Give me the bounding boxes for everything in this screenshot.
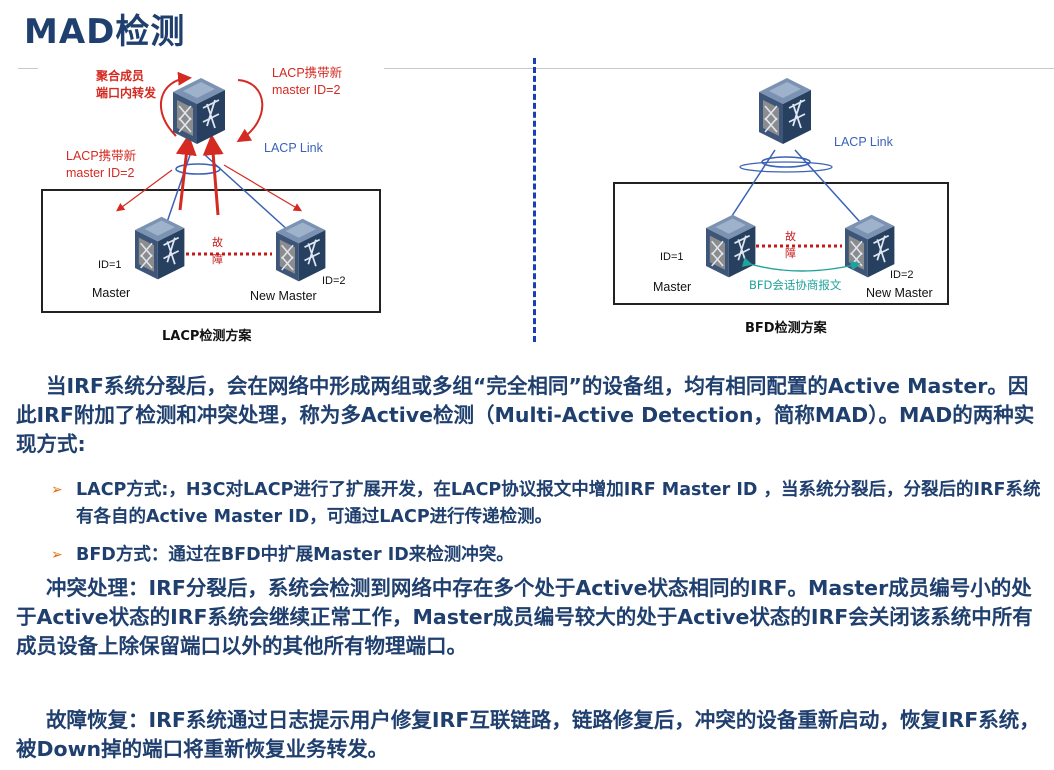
lacp-link-ring-right (761, 156, 811, 168)
svg-text:LACP Link: LACP Link (834, 135, 894, 149)
svg-text:ID=1: ID=1 (98, 259, 122, 271)
bullet-arrow-icon: ➢ (51, 547, 63, 563)
dashed-divider (533, 58, 536, 342)
irf-box-left (41, 189, 381, 313)
intro-paragraph: 当IRF系统分裂后，会在网络中形成两组或多组“完全相同”的设备组，均有相同配置的… (16, 374, 1035, 456)
new-master-switch-left (275, 217, 327, 283)
svg-text:ID=2: ID=2 (322, 275, 346, 287)
bfd-diagram: LACP Link 故 障 ID=1 ID=2 Master New Maste… (613, 77, 949, 336)
new-master-switch-right (844, 213, 896, 279)
top-switch-right (758, 77, 812, 145)
svg-text:New Master: New Master (250, 289, 317, 303)
svg-text:故 障: 故 障 (785, 229, 800, 260)
bullet-bfd-text: BFD方式：通过在BFD中扩展Master ID来检测冲突。 (76, 545, 514, 565)
top-switch-left (172, 77, 226, 145)
master-switch-right (705, 213, 757, 279)
svg-text:ID=2: ID=2 (890, 269, 914, 281)
lacp-link-ring (175, 163, 221, 175)
header-rule-right (384, 68, 1054, 69)
svg-text:LACP检测方案: LACP检测方案 (162, 328, 252, 344)
svg-text:Master: Master (653, 280, 691, 294)
svg-text:LACP携带新 master ID=2: LACP携带新 master ID=2 (272, 65, 346, 97)
recovery-paragraph: 故障恢复：IRF系统通过日志提示用户修复IRF互联链路，链路修复后，冲突的设备重… (16, 708, 1040, 761)
svg-text:ID=1: ID=1 (660, 251, 684, 263)
svg-text:BFD检测方案: BFD检测方案 (745, 320, 828, 336)
svg-text:New Master: New Master (866, 286, 933, 300)
master-switch-left (134, 215, 186, 281)
svg-text:LACP携带新 master ID=2: LACP携带新 master ID=2 (66, 148, 140, 180)
svg-text:LACP Link: LACP Link (264, 141, 324, 155)
bullet-bfd: ➢ BFD方式：通过在BFD中扩展Master ID来检测冲突。 (51, 542, 1042, 569)
irf-box-right (613, 182, 949, 305)
svg-text:Master: Master (92, 286, 130, 300)
bullet-lacp: ➢ LACP方式:，H3C对LACP进行了扩展开发，在LACP协议报文中增加IR… (51, 477, 1042, 531)
svg-text:故 障: 故 障 (212, 235, 227, 266)
svg-text:聚合成员 端口内转发: 聚合成员 端口内转发 (95, 68, 157, 100)
conflict-paragraph: 冲突处理：IRF分裂后，系统会检测到网络中存在多个处于Active状态相同的IR… (16, 576, 1033, 658)
mad-diagrams: 聚合成员 端口内转发 LACP携带新 master ID=2 LACP携带新 m… (41, 65, 949, 344)
svg-text:BFD会话协商报文: BFD会话协商报文 (749, 278, 842, 292)
bullet-lacp-text: LACP方式:，H3C对LACP进行了扩展开发，在LACP协议报文中增加IRF … (76, 480, 1041, 527)
bullet-arrow-icon: ➢ (51, 482, 63, 498)
page-title: MAD检测 (24, 12, 186, 52)
header-rule-left (18, 68, 38, 69)
lacp-diagram: 聚合成员 端口内转发 LACP携带新 master ID=2 LACP携带新 m… (41, 65, 381, 344)
